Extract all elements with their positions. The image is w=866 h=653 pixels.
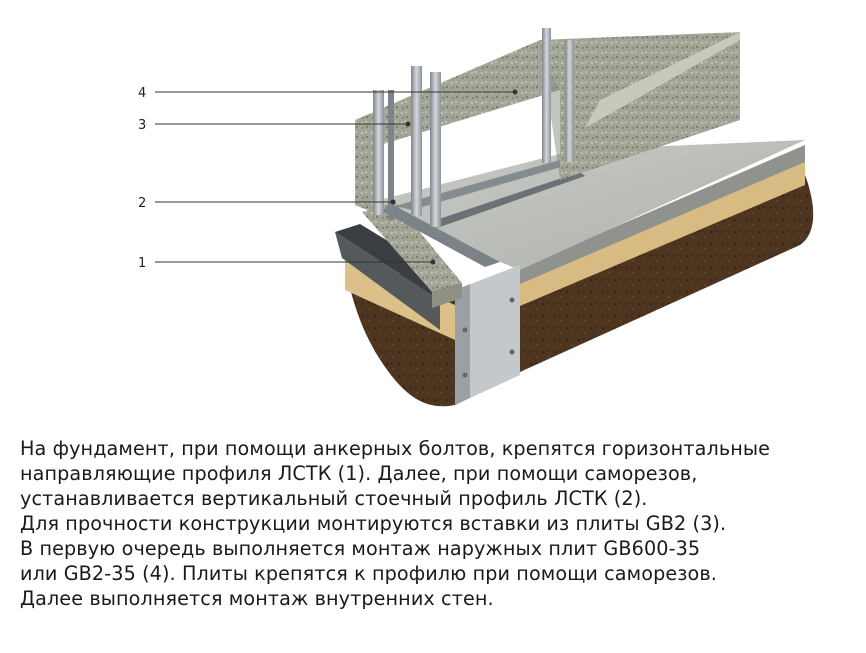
description-line: В первую очередь выполняется монтаж нару…: [20, 537, 701, 560]
vertical-stud-profiles: [373, 28, 574, 227]
description-line: На фундамент, при помощи анкерных болтов…: [20, 437, 771, 460]
callout-1-label: 1: [138, 256, 146, 271]
callout-3-label: 3: [138, 118, 146, 133]
callout-3: 3: [138, 118, 411, 133]
base-insert-board: [362, 202, 462, 308]
outer-wall-board: [355, 32, 740, 215]
concrete-slab: [360, 140, 805, 284]
description-line: Далее выполняется монтаж внутренних стен…: [20, 587, 494, 610]
description-line: направляющие профиля ЛСТК (1). Далее, пр…: [20, 462, 698, 485]
foundation-assembly-illustration: 4 3 2 1: [138, 28, 814, 407]
description-text: На фундамент, при помощи анкерных болтов…: [20, 436, 860, 611]
description-line: Для прочности конструкции монтируются вс…: [20, 512, 727, 535]
callout-4: 4: [138, 86, 518, 101]
callout-1: 1: [138, 256, 436, 271]
callout-2-label: 2: [138, 196, 146, 211]
callout-2: 2: [138, 196, 396, 211]
description-line: устанавливается вертикальный стоечный пр…: [20, 487, 648, 510]
callout-4-label: 4: [138, 86, 146, 101]
corner-plate: [455, 265, 520, 405]
description-line: или GB2-35 (4). Плиты крепятся к профилю…: [20, 562, 718, 585]
